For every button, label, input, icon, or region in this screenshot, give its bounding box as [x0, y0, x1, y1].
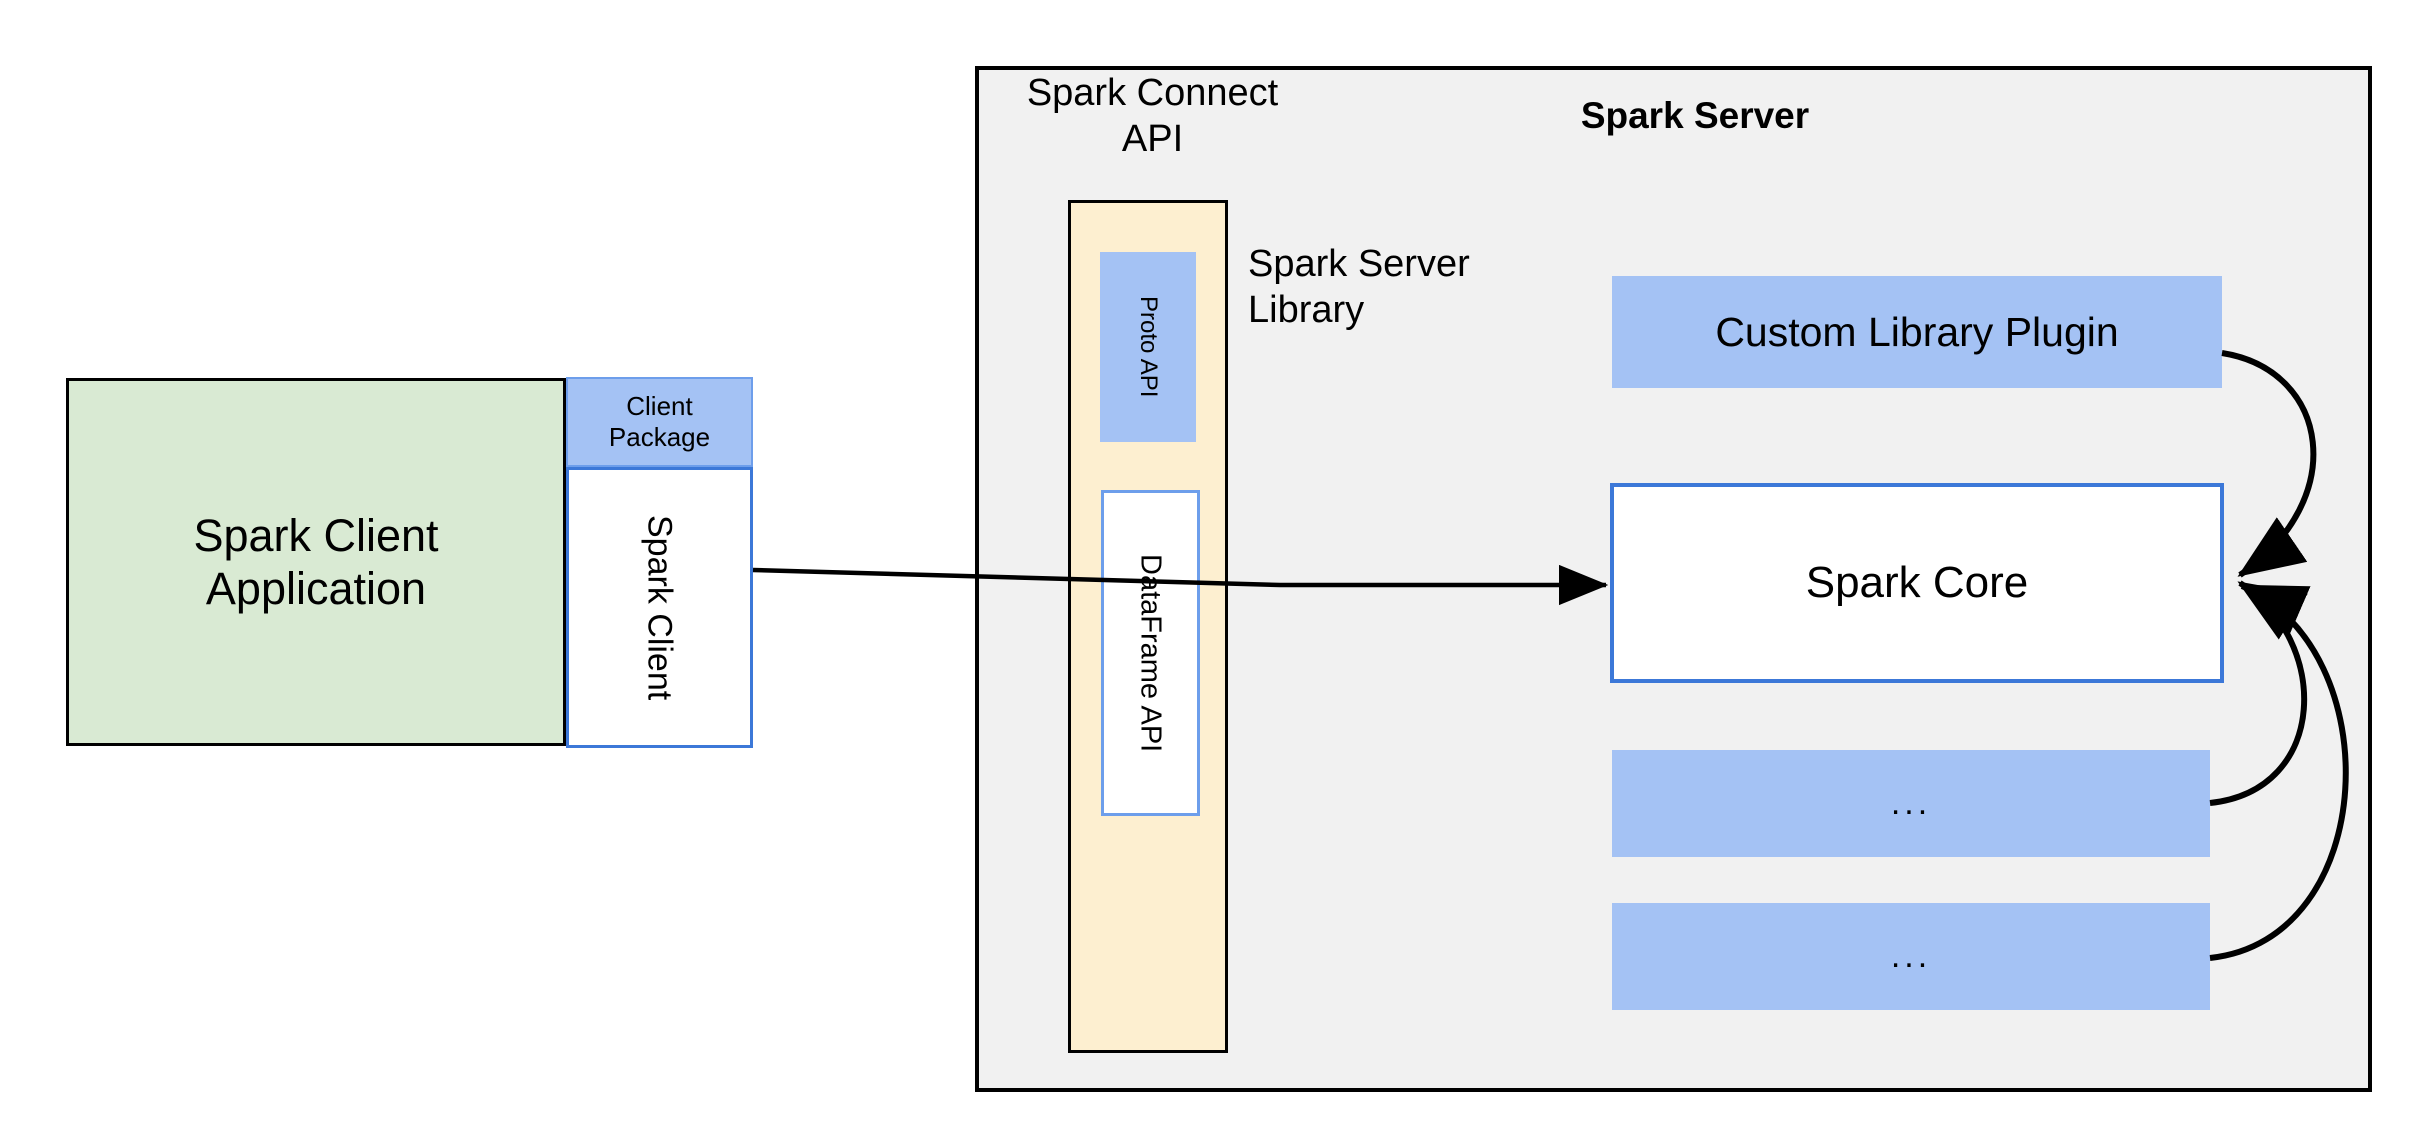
plugin-placeholder-box-2[interactable]: ...	[1612, 903, 2210, 1010]
spark-server-library-line1: Spark Server	[1248, 243, 1470, 285]
spark-client-application-line1: Spark Client	[193, 509, 439, 561]
spark-client-application-box[interactable]: Spark Client Application	[66, 378, 566, 746]
spark-connect-api-line2: API	[1121, 118, 1184, 161]
spark-core-label: Spark Core	[1805, 558, 2029, 608]
spark-connect-api-label: Spark Connect API	[1010, 70, 1295, 163]
spark-core-box[interactable]: Spark Core	[1610, 483, 2224, 683]
client-package-line1: Client	[626, 391, 693, 422]
dataframe-api-label: DataFrame API	[1134, 553, 1167, 753]
custom-library-plugin-box[interactable]: Custom Library Plugin	[1612, 276, 2222, 388]
spark-client-label: Spark Client	[640, 514, 679, 701]
plugin-placeholder-label-2: ...	[1890, 937, 1932, 976]
client-package-box[interactable]: Client Package	[566, 377, 753, 467]
custom-library-plugin-label: Custom Library Plugin	[1715, 308, 2119, 355]
spark-server-library-label: Spark Server Library	[1248, 242, 1548, 333]
spark-client-box[interactable]: Spark Client	[566, 467, 753, 748]
client-package-line2: Package	[608, 422, 711, 452]
proto-api-label: Proto API	[1135, 296, 1163, 398]
spark-server-title: Spark Server	[1580, 95, 1810, 136]
proto-api-box[interactable]: Proto API	[1100, 252, 1196, 442]
spark-client-application-line2: Application	[205, 563, 427, 614]
plugin-placeholder-label-1: ...	[1890, 784, 1932, 823]
plugin-placeholder-box-1[interactable]: ...	[1612, 750, 2210, 857]
spark-connect-api-line1: Spark Connect	[1026, 72, 1279, 114]
dataframe-api-box[interactable]: DataFrame API	[1101, 490, 1200, 816]
spark-server-library-line2: Library	[1248, 288, 1365, 331]
